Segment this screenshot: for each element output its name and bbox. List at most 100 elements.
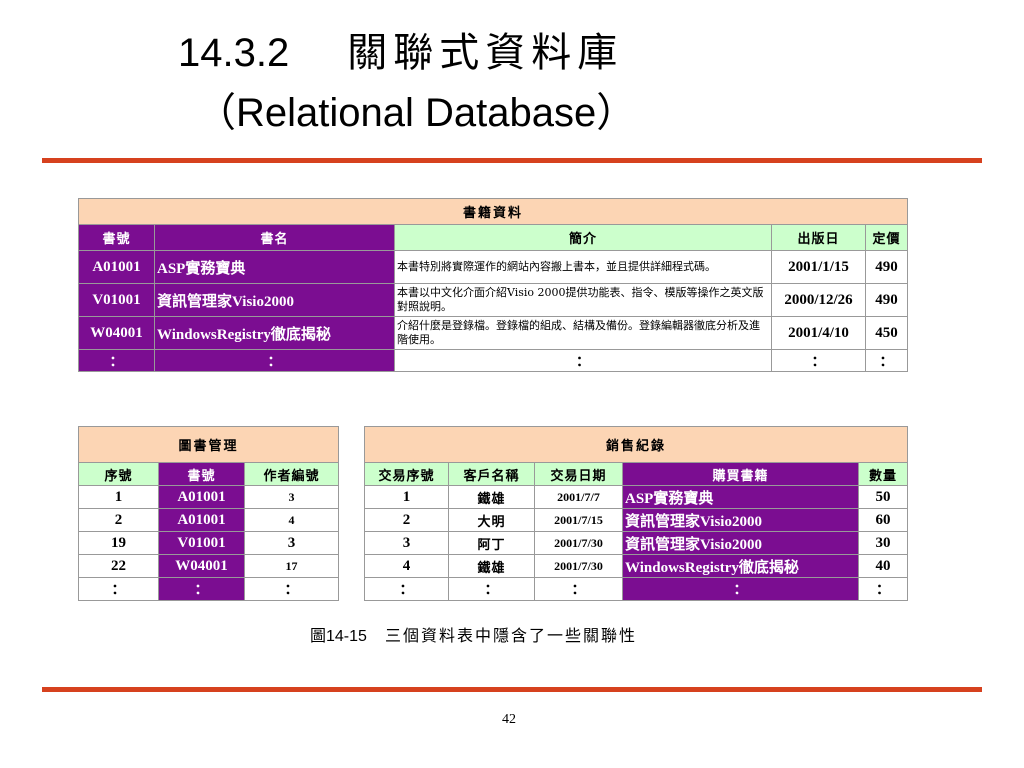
- ellipsis: ：: [534, 577, 623, 601]
- book-name: WindowsRegistry徹底揭秘: [154, 316, 395, 350]
- sales-customer: 鐵雄: [448, 485, 535, 509]
- ellipsis: ：: [244, 577, 339, 601]
- books-header-desc: 簡介: [394, 224, 772, 251]
- sales-header-date: 交易日期: [534, 462, 623, 486]
- books-header-name: 書名: [154, 224, 395, 251]
- table-row: 19 V01001 3: [78, 531, 339, 555]
- sales-seq: 1: [364, 485, 449, 509]
- library-seq: 19: [78, 531, 159, 555]
- table-row: 2 A01001 4: [78, 508, 339, 532]
- table-row: A01001 ASP實務寶典 本書特別將實際運作的網站內容搬上書本，並且提供詳細…: [78, 250, 909, 284]
- library-author: 3: [244, 485, 339, 509]
- library-id: V01001: [158, 531, 245, 555]
- sales-header-qty: 數量: [857, 462, 909, 486]
- library-id: A01001: [158, 485, 245, 509]
- ellipsis: ：: [771, 349, 866, 372]
- book-price: 490: [864, 283, 909, 317]
- sales-book: 資訊管理家Visio2000: [622, 508, 859, 532]
- table-row: V01001 資訊管理家Visio2000 本書以中文化介面介紹Visio 20…: [78, 283, 909, 317]
- library-table: 圖書管理 序號 書號 作者編號 1 A01001 3 2 A01001 4 19…: [78, 426, 339, 601]
- ellipsis: ：: [864, 349, 909, 372]
- books-header-date: 出版日: [771, 224, 866, 251]
- book-name: 資訊管理家Visio2000: [154, 283, 395, 317]
- ellipsis: ：: [158, 577, 245, 601]
- library-seq: 22: [78, 554, 159, 578]
- book-id: W04001: [78, 316, 155, 350]
- library-author: 3: [244, 531, 339, 555]
- slide-title: 14.3.2 關聯式資料庫: [178, 30, 623, 76]
- books-header-price: 定價: [864, 224, 909, 251]
- library-header-author: 作者編號: [244, 462, 339, 486]
- library-author: 17: [244, 554, 339, 578]
- book-date: 2001/1/15: [771, 250, 866, 284]
- sales-seq: 3: [364, 531, 449, 555]
- sales-header-seq: 交易序號: [364, 462, 449, 486]
- sales-book: WindowsRegistry徹底揭秘: [622, 554, 859, 578]
- sales-date: 2001/7/15: [534, 508, 623, 532]
- sales-seq: 4: [364, 554, 449, 578]
- title-english: （Relational Database）: [196, 91, 637, 135]
- sales-qty: 30: [857, 531, 909, 555]
- library-seq: 2: [78, 508, 159, 532]
- table-row-ellipsis: ： ： ： ： ：: [364, 577, 909, 601]
- book-id: V01001: [78, 283, 155, 317]
- sales-table: 銷售紀錄 交易序號 客戶名稱 交易日期 購買書籍 數量 1 鐵雄 2001/7/…: [363, 426, 909, 601]
- table-row: W04001 WindowsRegistry徹底揭秘 介紹什麼是登錄檔。登錄檔的…: [78, 316, 909, 350]
- sales-header-book: 購買書籍: [622, 462, 859, 486]
- library-table-title: 圖書管理: [78, 426, 339, 463]
- ellipsis: ：: [364, 577, 449, 601]
- library-id: A01001: [158, 508, 245, 532]
- sales-customer: 阿丁: [448, 531, 535, 555]
- top-divider: [42, 158, 982, 163]
- sales-book: 資訊管理家Visio2000: [622, 531, 859, 555]
- sales-date: 2001/7/30: [534, 554, 623, 578]
- books-table: 書籍資料 書號 書名 簡介 出版日 定價 A01001 ASP實務寶典 本書特別…: [77, 198, 909, 372]
- table-row: 4 鐵雄 2001/7/30 WindowsRegistry徹底揭秘 40: [364, 554, 909, 578]
- book-date: 2001/4/10: [771, 316, 866, 350]
- book-id: A01001: [78, 250, 155, 284]
- books-table-title: 書籍資料: [77, 198, 909, 225]
- library-header-id: 書號: [158, 462, 245, 486]
- ellipsis: ：: [622, 577, 859, 601]
- book-desc: 本書特別將實際運作的網站內容搬上書本，並且提供詳細程式碼。: [394, 250, 772, 284]
- sales-date: 2001/7/7: [534, 485, 623, 509]
- book-desc: 本書以中文化介面介紹Visio 2000提供功能表、指令、模版等操作之英文版對照…: [394, 283, 772, 317]
- table-row: 2 大明 2001/7/15 資訊管理家Visio2000 60: [364, 508, 909, 532]
- sales-qty: 60: [857, 508, 909, 532]
- table-row: 22 W04001 17: [78, 554, 339, 578]
- table-row: 1 A01001 3: [78, 485, 339, 509]
- book-date: 2000/12/26: [771, 283, 866, 317]
- sales-customer: 大明: [448, 508, 535, 532]
- table-row-ellipsis: ： ： ：: [78, 577, 339, 601]
- sales-header-customer: 客戶名稱: [448, 462, 535, 486]
- section-number: 14.3.2: [178, 31, 290, 75]
- book-price: 450: [864, 316, 909, 350]
- sales-customer: 鐵雄: [448, 554, 535, 578]
- library-author: 4: [244, 508, 339, 532]
- library-id: W04001: [158, 554, 245, 578]
- sales-table-title: 銷售紀錄: [363, 426, 909, 463]
- book-price: 490: [864, 250, 909, 284]
- sales-seq: 2: [364, 508, 449, 532]
- ellipsis: ：: [78, 349, 155, 372]
- ellipsis: ：: [857, 577, 909, 601]
- book-desc: 介紹什麼是登錄檔。登錄檔的組成、結構及備份。登錄編輯器徹底分析及進階使用。: [394, 316, 772, 350]
- ellipsis: ：: [78, 577, 159, 601]
- ellipsis: ：: [154, 349, 395, 372]
- sales-date: 2001/7/30: [534, 531, 623, 555]
- bottom-divider: [42, 687, 982, 692]
- books-header-id: 書號: [78, 224, 155, 251]
- sales-book: ASP實務寶典: [622, 485, 859, 509]
- ellipsis: ：: [448, 577, 535, 601]
- title-chinese: 關聯式資料庫: [347, 30, 624, 76]
- table-row: 3 阿丁 2001/7/30 資訊管理家Visio2000 30: [364, 531, 909, 555]
- page-number: 42: [502, 712, 516, 727]
- book-name: ASP實務寶典: [154, 250, 395, 284]
- table-row: 1 鐵雄 2001/7/7 ASP實務寶典 50: [364, 485, 909, 509]
- sales-qty: 40: [857, 554, 909, 578]
- ellipsis: ：: [394, 349, 772, 372]
- library-header-seq: 序號: [78, 462, 159, 486]
- table-row-ellipsis: ： ： ： ： ：: [78, 349, 909, 372]
- figure-text: 三個資料表中隱含了一些關聯性: [384, 626, 637, 645]
